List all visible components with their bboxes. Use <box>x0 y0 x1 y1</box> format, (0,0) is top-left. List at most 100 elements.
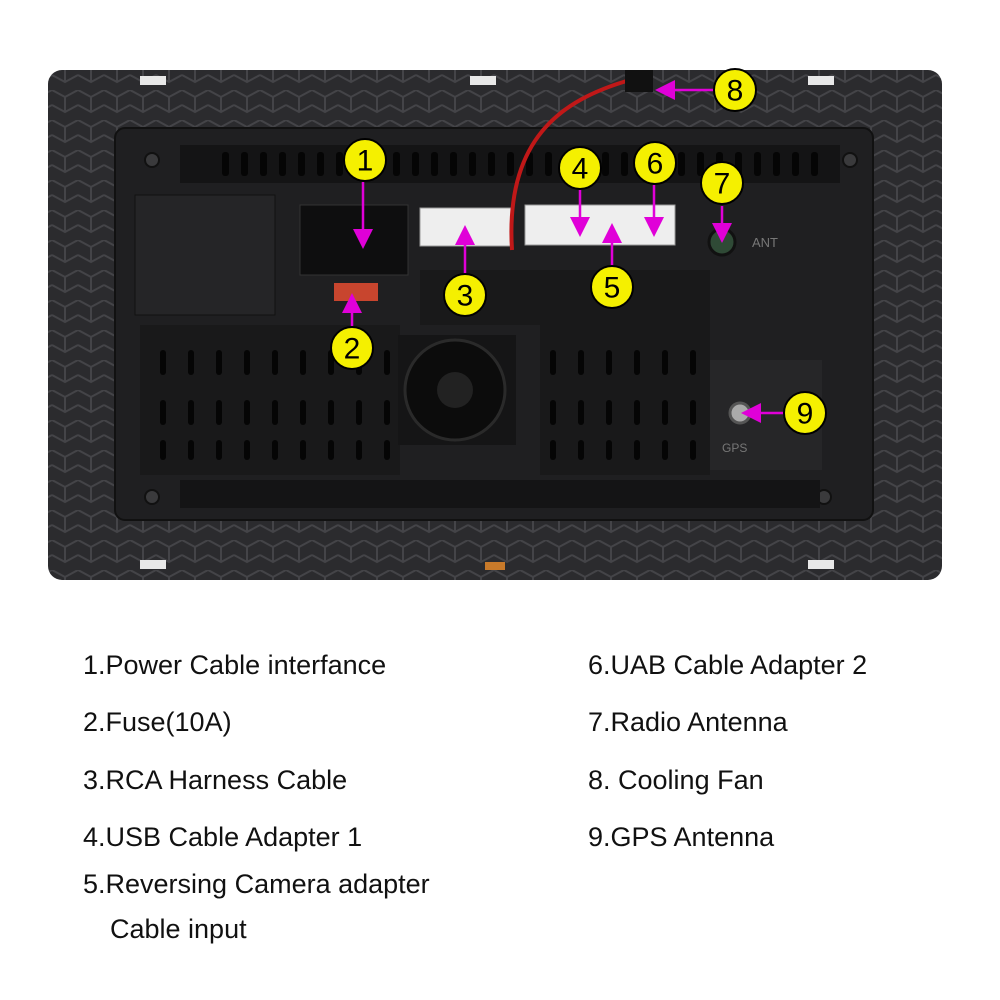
vent-slot <box>431 152 438 176</box>
vent-slot <box>662 400 668 425</box>
vent-slot <box>634 350 640 375</box>
vent-slot <box>526 152 533 176</box>
vent-slot <box>606 400 612 425</box>
vent-slot <box>356 440 362 460</box>
vent-slot <box>244 400 250 425</box>
vent-slot <box>773 152 780 176</box>
callout-number: 4 <box>572 153 589 186</box>
vent-slot <box>188 350 194 375</box>
vent-slot <box>244 440 250 460</box>
vent-slot <box>216 440 222 460</box>
vent-slot <box>578 400 584 425</box>
vent-slot <box>690 350 696 375</box>
callout-arrows <box>342 80 783 423</box>
vent-slot <box>634 400 640 425</box>
callout-circle <box>700 161 744 205</box>
vent-slot <box>634 440 640 460</box>
vent-slot <box>160 400 166 425</box>
legend-item-5: 5.Reversing Camera adapter <box>83 869 430 899</box>
callout-circle <box>713 68 757 112</box>
vent-slot <box>216 400 222 425</box>
vent-slot <box>606 350 612 375</box>
vent-slot <box>384 350 390 375</box>
legend-item-6: 6.UAB Cable Adapter 2 <box>588 650 868 680</box>
callout-3: 3 <box>443 273 487 317</box>
vent-slot <box>260 152 267 176</box>
white-connectors <box>419 204 676 247</box>
vent-slot <box>188 440 194 460</box>
callout-circle <box>330 326 374 370</box>
screws <box>144 152 858 505</box>
callout-1: 1 <box>343 138 387 182</box>
vent-slot <box>621 152 628 176</box>
callout-number: 2 <box>344 333 361 366</box>
callout-number: 9 <box>797 398 814 431</box>
legend-item-4: 4.USB Cable Adapter 1 <box>83 822 363 852</box>
vent-slot <box>578 440 584 460</box>
vent-slot <box>222 152 229 176</box>
callout-circle <box>633 141 677 185</box>
vent-slot <box>216 350 222 375</box>
power-connector <box>299 204 409 276</box>
callout-circle <box>558 146 602 190</box>
vent-slot <box>550 350 556 375</box>
vent-slot <box>300 440 306 460</box>
vent-slot <box>328 400 334 425</box>
vent-slot <box>662 350 668 375</box>
legend-item-5-cont: Cable input <box>110 914 247 944</box>
callout-7: 7 <box>700 161 744 205</box>
vent-slot <box>279 152 286 176</box>
vent-slot <box>662 440 668 460</box>
vent-slot <box>328 440 334 460</box>
vent-slot <box>792 152 799 176</box>
legend-item-1: 1.Power Cable interfance <box>83 650 387 680</box>
callout-5: 5 <box>590 265 634 309</box>
vent-slot <box>300 350 306 375</box>
vent-slot <box>160 440 166 460</box>
vent-slot <box>188 400 194 425</box>
vent-slot <box>160 350 166 375</box>
vent-slot <box>606 440 612 460</box>
vent-slot <box>298 152 305 176</box>
vent-slot <box>690 400 696 425</box>
callout-circle <box>590 265 634 309</box>
callout-circle <box>343 138 387 182</box>
callout-9: 9 <box>783 391 827 435</box>
vent-slot <box>272 440 278 460</box>
mounting-clips <box>140 76 834 570</box>
vent-slot <box>811 152 818 176</box>
callout-2: 2 <box>330 326 374 370</box>
vent-slot <box>384 400 390 425</box>
vent-slot <box>356 400 362 425</box>
callout-circle <box>783 391 827 435</box>
vent-slot <box>550 400 556 425</box>
vent-slot <box>393 152 400 176</box>
vent-slot <box>602 152 609 176</box>
vent-slot <box>272 400 278 425</box>
callout-number: 1 <box>357 145 374 178</box>
vent-slot <box>754 152 761 176</box>
legend-item-7: 7.Radio Antenna <box>588 707 788 737</box>
vent-slot <box>690 440 696 460</box>
head-unit-rear-diagram: ANT GPS 1 2 3 4 5 6 7 8 9 <box>48 68 942 580</box>
legend-item-9: 9.GPS Antenna <box>588 822 775 852</box>
vent-slot <box>550 440 556 460</box>
callout-number: 6 <box>647 148 664 181</box>
callout-circle <box>443 273 487 317</box>
callout-4: 4 <box>558 146 602 190</box>
vent-slot <box>317 152 324 176</box>
vent-slot <box>241 152 248 176</box>
ant-label: ANT <box>752 235 778 250</box>
gps-label: GPS <box>722 441 747 455</box>
vent-slot <box>412 152 419 176</box>
callout-number: 3 <box>457 280 474 313</box>
vent-slot <box>697 152 704 176</box>
callout-6: 6 <box>633 141 677 185</box>
vent-slot <box>545 152 552 176</box>
callout-number: 8 <box>727 75 744 108</box>
vent-slot <box>300 400 306 425</box>
vent-slot <box>272 350 278 375</box>
fuse <box>334 283 378 301</box>
vent-slot <box>450 152 457 176</box>
vent-slot <box>488 152 495 176</box>
